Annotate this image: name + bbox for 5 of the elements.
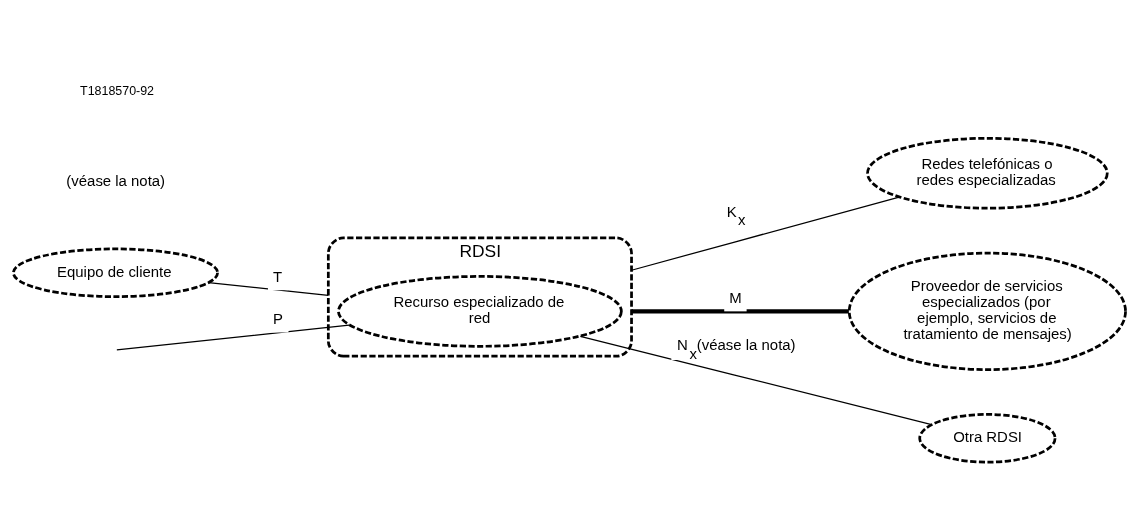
edge-label: M — [729, 288, 742, 306]
label: (véase la nota) — [66, 171, 166, 189]
edge-label: T — [272, 267, 283, 285]
label: T1818570-92 — [80, 84, 155, 99]
edge-label: P — [272, 309, 283, 327]
